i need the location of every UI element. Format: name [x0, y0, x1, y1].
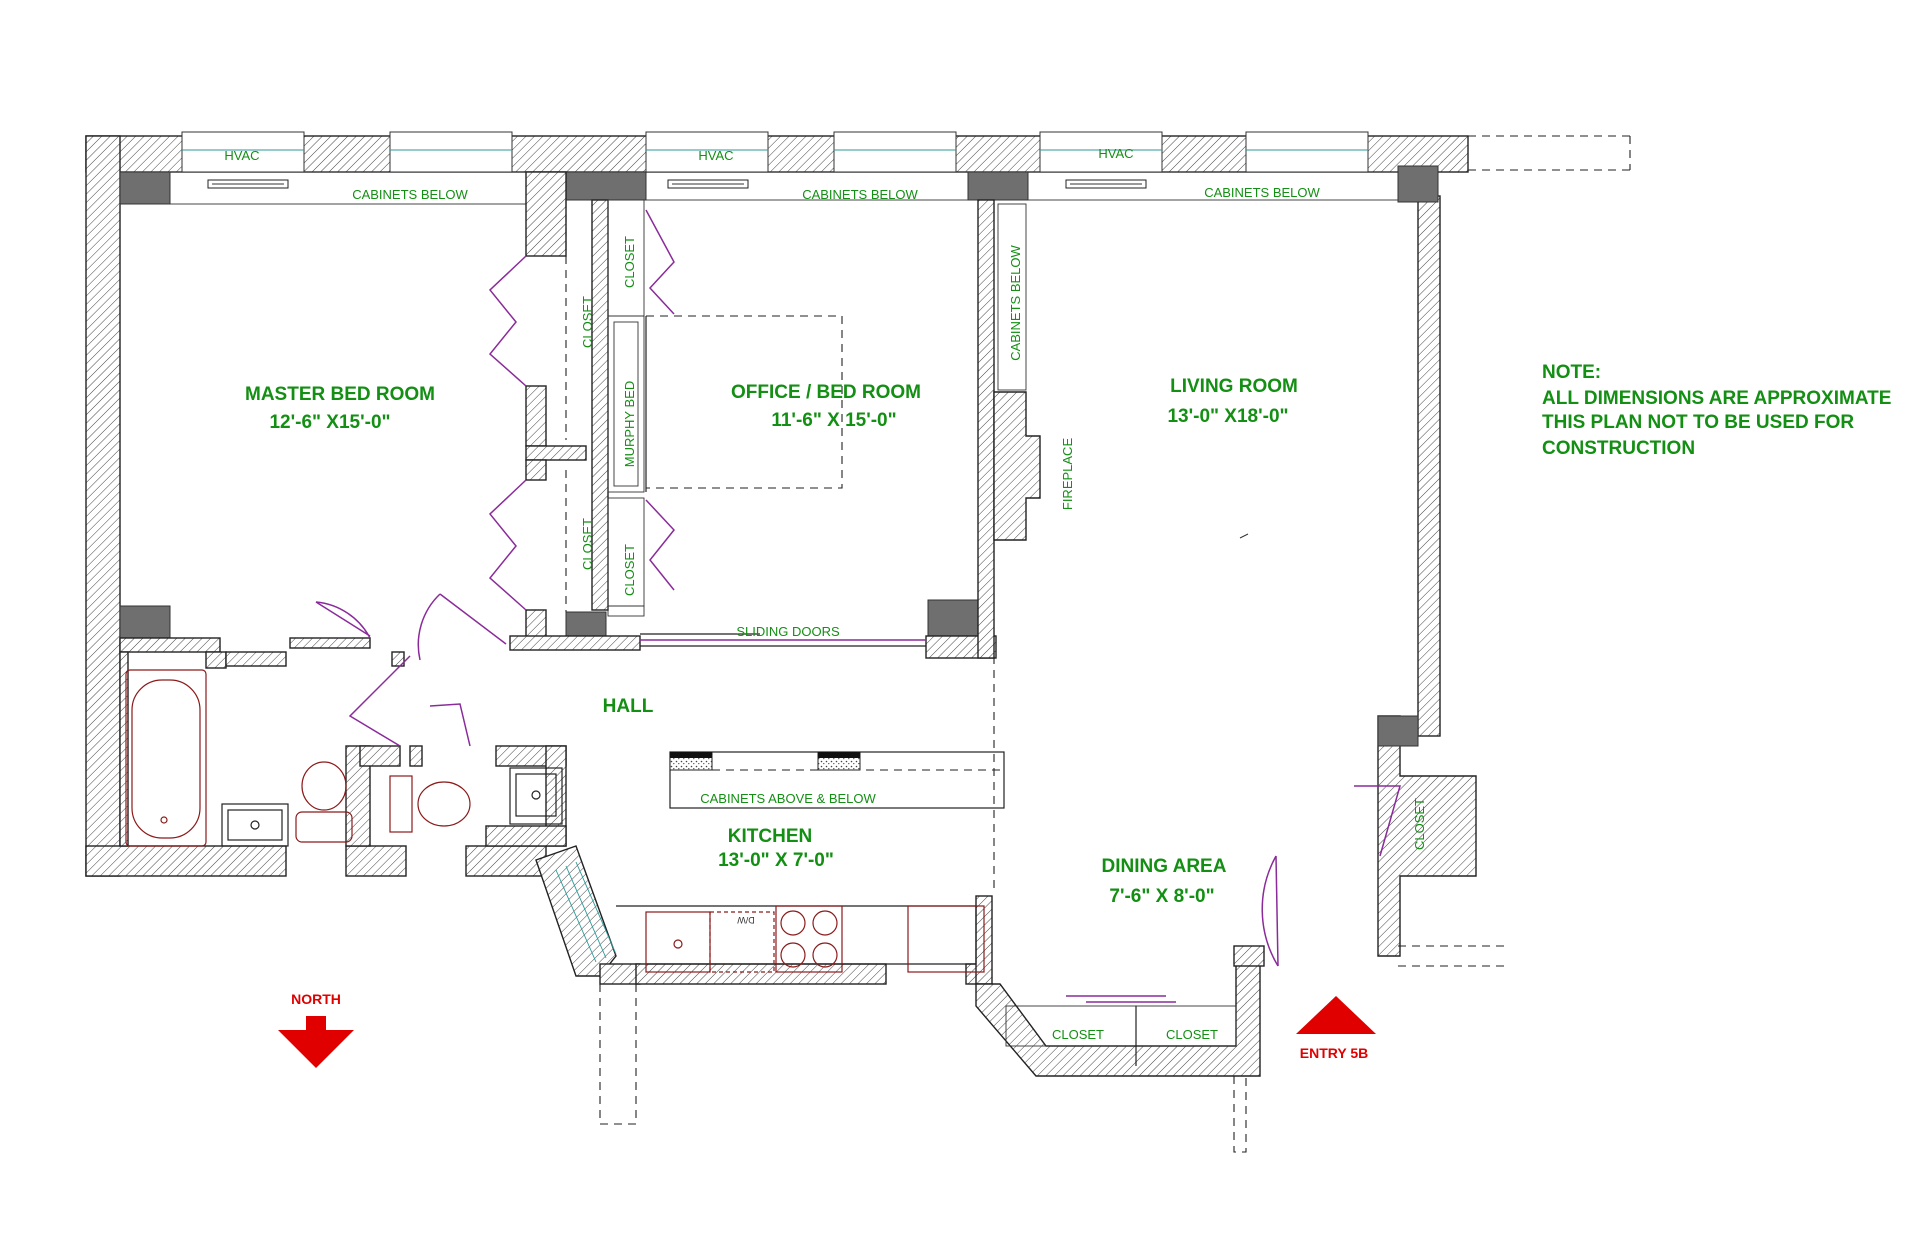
- closet-label-1: CLOSET: [580, 296, 595, 348]
- closets: [607, 199, 1027, 617]
- living-room-name: LIVING ROOM: [1170, 376, 1298, 397]
- cabinets-above-below-label: CABINETS ABOVE & BELOW: [700, 791, 876, 806]
- note-line-3: CONSTRUCTION: [1542, 438, 1695, 459]
- cabinets-below-label-4: CABINETS BELOW: [1008, 244, 1023, 360]
- interior-walls: [119, 171, 1041, 847]
- exterior-walls: [85, 135, 1477, 1077]
- top-cabinets: [169, 171, 1399, 205]
- closet-label-4: CLOSET: [622, 544, 637, 596]
- entry-label: ENTRY 5B: [1300, 1045, 1368, 1061]
- murphy-bed-label: MURPHY BED: [622, 381, 637, 467]
- cabinets-below-label-1: CABINETS BELOW: [352, 187, 468, 202]
- entry-marker: ENTRY 5B: [1296, 996, 1376, 1061]
- dashed-lines: [565, 135, 1631, 1153]
- kitchen-dims: 13'-0" X 7'-0": [718, 850, 834, 871]
- hvac-label-3: HVAC: [1098, 146, 1133, 161]
- dining-area-name: DINING AREA: [1102, 856, 1227, 877]
- fireplace-label: FIREPLACE: [1060, 438, 1075, 511]
- windows: [181, 131, 1369, 173]
- note-line-2: THIS PLAN NOT TO BE USED FOR: [1542, 412, 1854, 433]
- kitchen-name: KITCHEN: [728, 826, 812, 847]
- cabinets-below-label-2: CABINETS BELOW: [802, 187, 918, 202]
- living-room-dims: 13'-0" X18'-0": [1167, 406, 1288, 427]
- office-bedroom-dims: 11'-6" X 15'-0": [771, 410, 896, 431]
- entry-arrow-icon: [1296, 996, 1376, 1034]
- dining-area-dims: 7'-6" X 8'-0": [1109, 886, 1214, 907]
- north-arrow-icon: [278, 1016, 354, 1068]
- hvac-label-2: HVAC: [698, 148, 733, 163]
- north-marker: NORTH: [278, 991, 354, 1068]
- doors: [315, 209, 1401, 1003]
- cabinets-below-label-3: CABINETS BELOW: [1204, 185, 1320, 200]
- labels: HVAC HVAC HVAC CABINETS BELOW CABINETS B…: [224, 146, 1891, 1042]
- dining-closets: [1005, 1005, 1237, 1066]
- kitchen-fixtures: [555, 751, 1005, 973]
- closet-label-3: CLOSET: [622, 236, 637, 288]
- closet-label-7: CLOSET: [1166, 1027, 1218, 1042]
- hall-name: HALL: [603, 696, 654, 717]
- hvac-label-1: HVAC: [224, 148, 259, 163]
- columns: [119, 165, 1439, 747]
- office-bedroom-name: OFFICE / BED ROOM: [731, 382, 921, 403]
- closet-label-5: CLOSET: [1412, 798, 1427, 850]
- bathroom-fixtures: [125, 669, 563, 847]
- closet-label-2: CLOSET: [580, 518, 595, 570]
- sliding-doors-label: SLIDING DOORS: [736, 624, 840, 639]
- master-bedroom-name: MASTER BED ROOM: [245, 384, 435, 405]
- closet-label-6: CLOSET: [1052, 1027, 1104, 1042]
- note-heading: NOTE:: [1542, 362, 1601, 383]
- sliding-doors: [640, 633, 926, 647]
- master-bedroom-dims: 12'-6" X15'-0": [269, 412, 390, 433]
- north-label: NORTH: [291, 991, 341, 1007]
- dishwasher-label: D/W: [737, 915, 755, 925]
- note-line-1: ALL DIMENSIONS ARE APPROXIMATE: [1542, 388, 1891, 409]
